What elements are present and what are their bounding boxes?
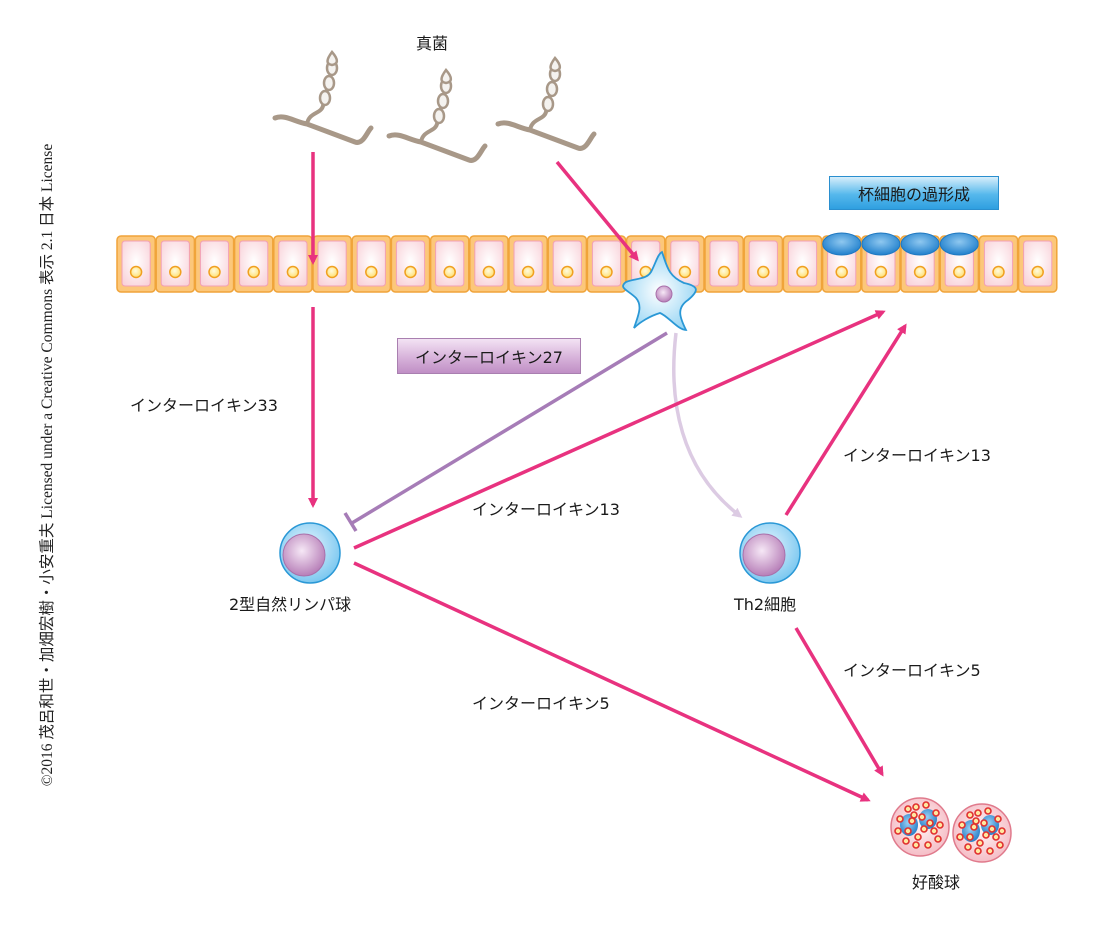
epithelial-cell [1017, 235, 1058, 293]
mucus-droplet [822, 232, 862, 256]
dendritic-to-th2-arrow [672, 332, 743, 518]
epithelial-cell [939, 232, 980, 293]
il13-ilc2-arrow [353, 310, 886, 550]
il13-th2-arrow [784, 323, 907, 516]
fungi-label: 真菌 [416, 34, 449, 53]
epithelial-cell [273, 235, 313, 293]
eosinophil-cell [952, 803, 1012, 863]
epithelial-cell [116, 235, 156, 293]
epithelial-cell [155, 235, 196, 293]
th2-label: Th2細胞 [734, 595, 797, 614]
epithelial-cell [233, 235, 274, 293]
fungus-to-dendritic-arrow [555, 160, 639, 262]
fungus-icon [275, 52, 371, 142]
il13-ilc2-label: インターロイキン13 [472, 500, 620, 519]
epithelial-cell [821, 232, 862, 293]
epithelial-cell [547, 235, 588, 293]
epithelial-cell [429, 235, 470, 293]
th2-cell-icon [739, 522, 801, 584]
epithelial-cell [194, 235, 235, 293]
fungus-icon [389, 70, 485, 160]
epithelial-cell [978, 235, 1019, 293]
il5-th2-label: インターロイキン5 [843, 661, 981, 680]
il13-th2-label: インターロイキン13 [843, 446, 991, 465]
epithelial-cell [351, 235, 392, 293]
epithelial-cell [312, 235, 352, 293]
il27-label: インターロイキン27 [397, 338, 581, 374]
il5-th2-arrow [794, 627, 884, 777]
epithelium-layer [116, 232, 1058, 293]
credit-text: ©2016 茂呂和世・加畑宏樹・小安重夫 Licensed under a Cr… [39, 143, 56, 787]
il5-ilc2-arrow [353, 561, 871, 802]
eosinophil-cell [890, 797, 950, 857]
epithelial-cell [704, 235, 744, 293]
mucus-droplet [939, 232, 979, 256]
ilc2-label: 2型自然リンパ球 [229, 595, 352, 614]
il5-ilc2-label: インターロイキン5 [472, 694, 610, 713]
epithelial-cell [508, 235, 548, 293]
il27-inhibition-line [343, 331, 668, 532]
mucus-droplet [861, 232, 901, 256]
epithelial-cell [861, 232, 901, 293]
il33-label: インターロイキン33 [130, 396, 278, 415]
epithelial-cell [390, 235, 431, 293]
epithelial-cell [469, 235, 509, 293]
eosinophil-icon [890, 797, 1012, 863]
mucus-droplet [900, 232, 940, 256]
fungus-icon [498, 58, 594, 148]
goblet-hyperplasia-label: 杯細胞の過形成 [829, 176, 999, 210]
epithelial-cell [586, 235, 627, 293]
epithelial-cell [743, 235, 784, 293]
dendritic-cell-icon [622, 250, 697, 331]
ilc2-cell-icon [279, 522, 341, 584]
epithelial-cell [900, 232, 940, 293]
epithelial-cell [782, 235, 823, 293]
eosinophil-label: 好酸球 [912, 873, 961, 892]
